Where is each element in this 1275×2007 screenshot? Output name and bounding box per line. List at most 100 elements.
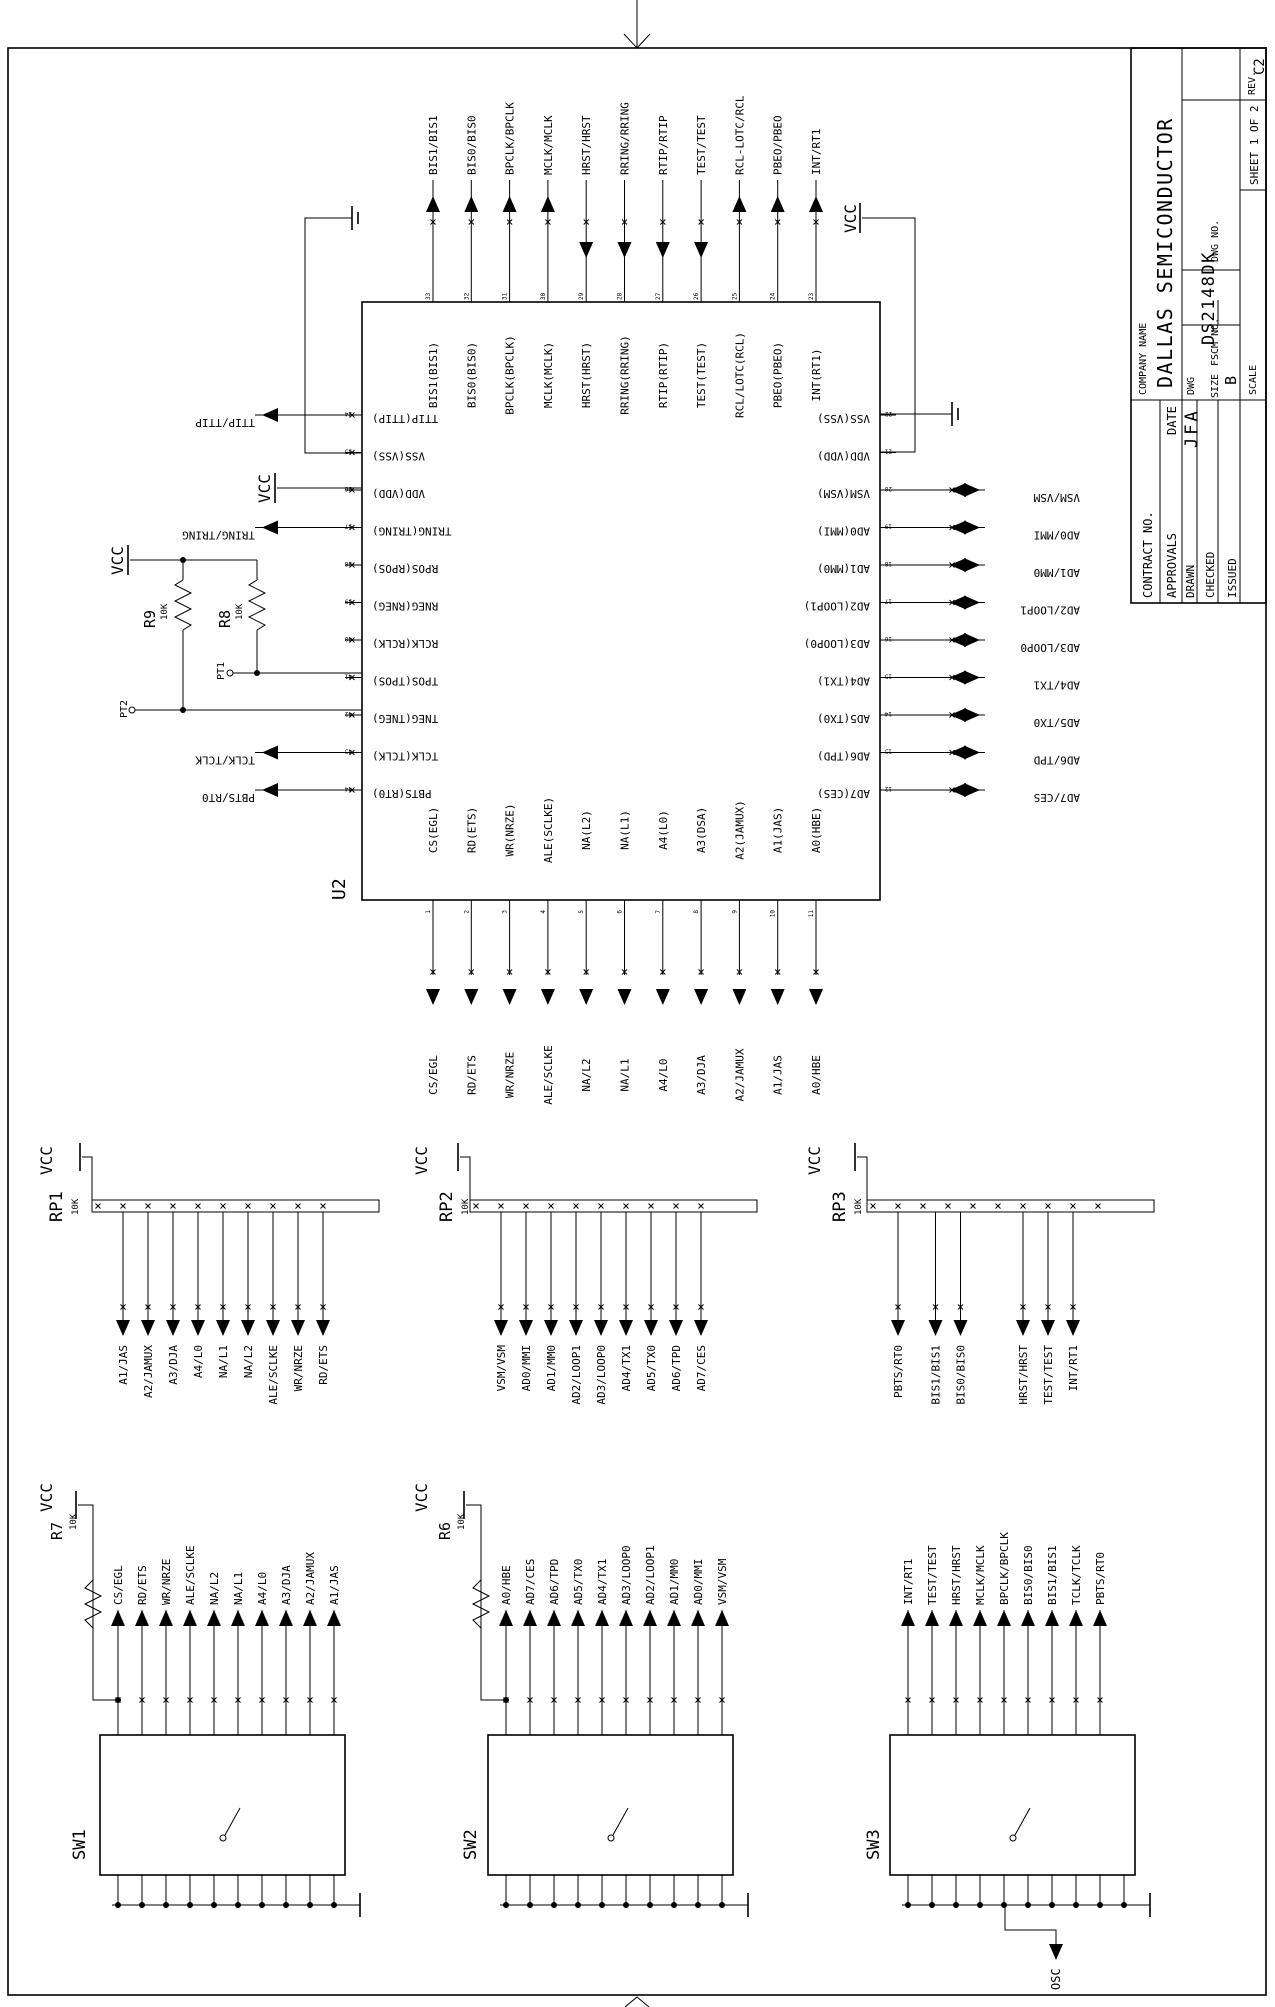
u2-pin-name: VSS(VSS) — [372, 450, 425, 463]
u2-pin-name: BIS1(BIS1) — [427, 342, 440, 408]
pin-x-mark — [551, 1697, 557, 1703]
u2-pin-number: 30 — [540, 292, 547, 300]
pin-x-mark — [307, 1697, 313, 1703]
pin-x-mark — [599, 1697, 605, 1703]
signal-arrow-icon — [950, 520, 966, 535]
u2-net-label: TRING/TRING — [182, 529, 255, 542]
switch-net-label: MCLK/MCLK — [974, 1545, 987, 1605]
signal-arrow-icon — [241, 1320, 255, 1336]
u2-net-label: ALE/SCLKE — [542, 1045, 555, 1105]
bottom-center-mark — [624, 1996, 650, 2007]
u2-pin-name: AD0(MMI) — [817, 525, 870, 538]
u2-pin-number: 33 — [425, 292, 432, 300]
signal-arrow-icon — [262, 745, 278, 760]
u2-pin-name: TEST(TEST) — [695, 342, 708, 408]
pin-x-mark — [1095, 1203, 1101, 1209]
fscm-label: FSCM NO. — [1210, 318, 1221, 366]
switch-net-label: A0/HBE — [500, 1565, 513, 1605]
u2-pin-number: 23 — [808, 292, 815, 300]
u2-net-label: INT/RT1 — [810, 129, 823, 175]
u2-pin-number: 32 — [463, 292, 470, 300]
u2-pin-number: 10 — [770, 910, 777, 918]
u2-ref: U2 — [329, 878, 350, 900]
u2-pin-name: BPCLK(BPCLK) — [504, 335, 517, 414]
switch-net-label: HRST/HRST — [950, 1545, 963, 1605]
signal-arrow-icon — [655, 242, 670, 258]
signal-arrow-icon — [694, 1320, 708, 1336]
pin-x-mark — [945, 1203, 951, 1209]
signal-arrow-icon — [216, 1320, 230, 1336]
switch-pivot — [219, 1834, 227, 1842]
switch-lever — [1014, 1807, 1031, 1836]
u2-pin-number: 20 — [884, 485, 892, 492]
rp-net-label: WR/NRZE — [292, 1345, 305, 1391]
issued-label: ISSUED — [1226, 558, 1239, 598]
signal-arrow-icon — [891, 1320, 905, 1336]
vcc-wire — [460, 1156, 471, 1200]
approvals-label: APPROVALS — [1165, 533, 1179, 598]
vcc-label-r7: VCC — [37, 1483, 56, 1512]
pin-x-mark — [698, 1304, 704, 1310]
signal-arrow-icon — [1021, 1610, 1035, 1626]
junction-dot — [1121, 1902, 1127, 1908]
u2-pin-name: ALE(SCLKE) — [542, 797, 555, 863]
signal-arrow-icon — [925, 1610, 939, 1626]
vcc-label-rp3: VCC — [805, 1146, 824, 1175]
junction-dot — [575, 1902, 581, 1908]
pin-x-mark — [583, 969, 590, 975]
pin-x-mark — [349, 412, 355, 418]
signal-arrow-icon — [1016, 1320, 1030, 1336]
signal-arrow-icon — [964, 595, 980, 610]
u2-net-label: BPCLK/BPCLK — [504, 102, 517, 175]
pin-x-mark — [774, 969, 781, 975]
u2-pin-name: NA(L1) — [619, 810, 632, 850]
u2-body — [361, 301, 881, 901]
u2-pin-number: 44 — [344, 785, 352, 792]
pin-x-mark — [659, 969, 666, 975]
junction-dot — [929, 1902, 935, 1908]
pin-x-mark — [506, 219, 513, 225]
pin-x-mark — [920, 1203, 926, 1209]
pin-x-mark — [813, 219, 819, 225]
rp-net-label: NA/L2 — [242, 1345, 255, 1378]
u2-pin-name: PBEO(PBEO) — [772, 342, 785, 408]
signal-arrow-icon — [950, 708, 966, 722]
signal-arrow-icon — [116, 1320, 130, 1336]
u2-pin-number: 38 — [344, 560, 352, 567]
u2-pin-number: 18 — [884, 560, 892, 567]
u2-net-label: NA/L1 — [619, 1058, 632, 1091]
pin-x-mark — [895, 1203, 901, 1209]
u2-pin-name: INT(RT1) — [810, 349, 823, 402]
signal-arrow-icon — [715, 1610, 729, 1626]
switch-net-label: BPCLK/BPCLK — [998, 1532, 1011, 1605]
signal-arrow-icon — [1066, 1320, 1080, 1336]
rp-net-label: AD4/TX1 — [620, 1345, 633, 1391]
signal-arrow-icon — [594, 1320, 608, 1336]
signal-arrow-icon — [694, 989, 709, 1005]
u2-net-label: AD3/LOOP0 — [1020, 641, 1080, 654]
pin-x-mark — [349, 562, 355, 568]
company-name: DALLAS SEMICONDUCTOR — [1153, 117, 1177, 388]
pin-x-mark — [575, 1697, 581, 1703]
signal-arrow-icon — [964, 520, 980, 535]
vcc-label-rp2: VCC — [412, 1146, 431, 1175]
signal-arrow-icon — [191, 1320, 205, 1336]
u2-pin-number: 24 — [770, 292, 777, 300]
signal-arrow-icon — [950, 783, 966, 797]
pin-x-mark — [548, 1203, 554, 1209]
osc-label: OSC — [1049, 1968, 1063, 1990]
u2-pin-name: RTIP(RTIP) — [657, 342, 670, 408]
pin-x-mark — [349, 637, 355, 643]
signal-arrow-icon — [732, 989, 747, 1005]
r7-value: 10K — [69, 1513, 79, 1530]
u2-pin-name: TCLK(TCLK) — [372, 750, 438, 763]
pin-x-mark — [673, 1304, 679, 1310]
pin-x-mark — [573, 1304, 579, 1310]
u2-net-label: NA/L2 — [580, 1058, 593, 1091]
company-name-label: COMPANY NAME — [1138, 323, 1149, 395]
pin-x-mark — [698, 969, 704, 975]
u2-pin-name: NA(L2) — [580, 810, 593, 850]
